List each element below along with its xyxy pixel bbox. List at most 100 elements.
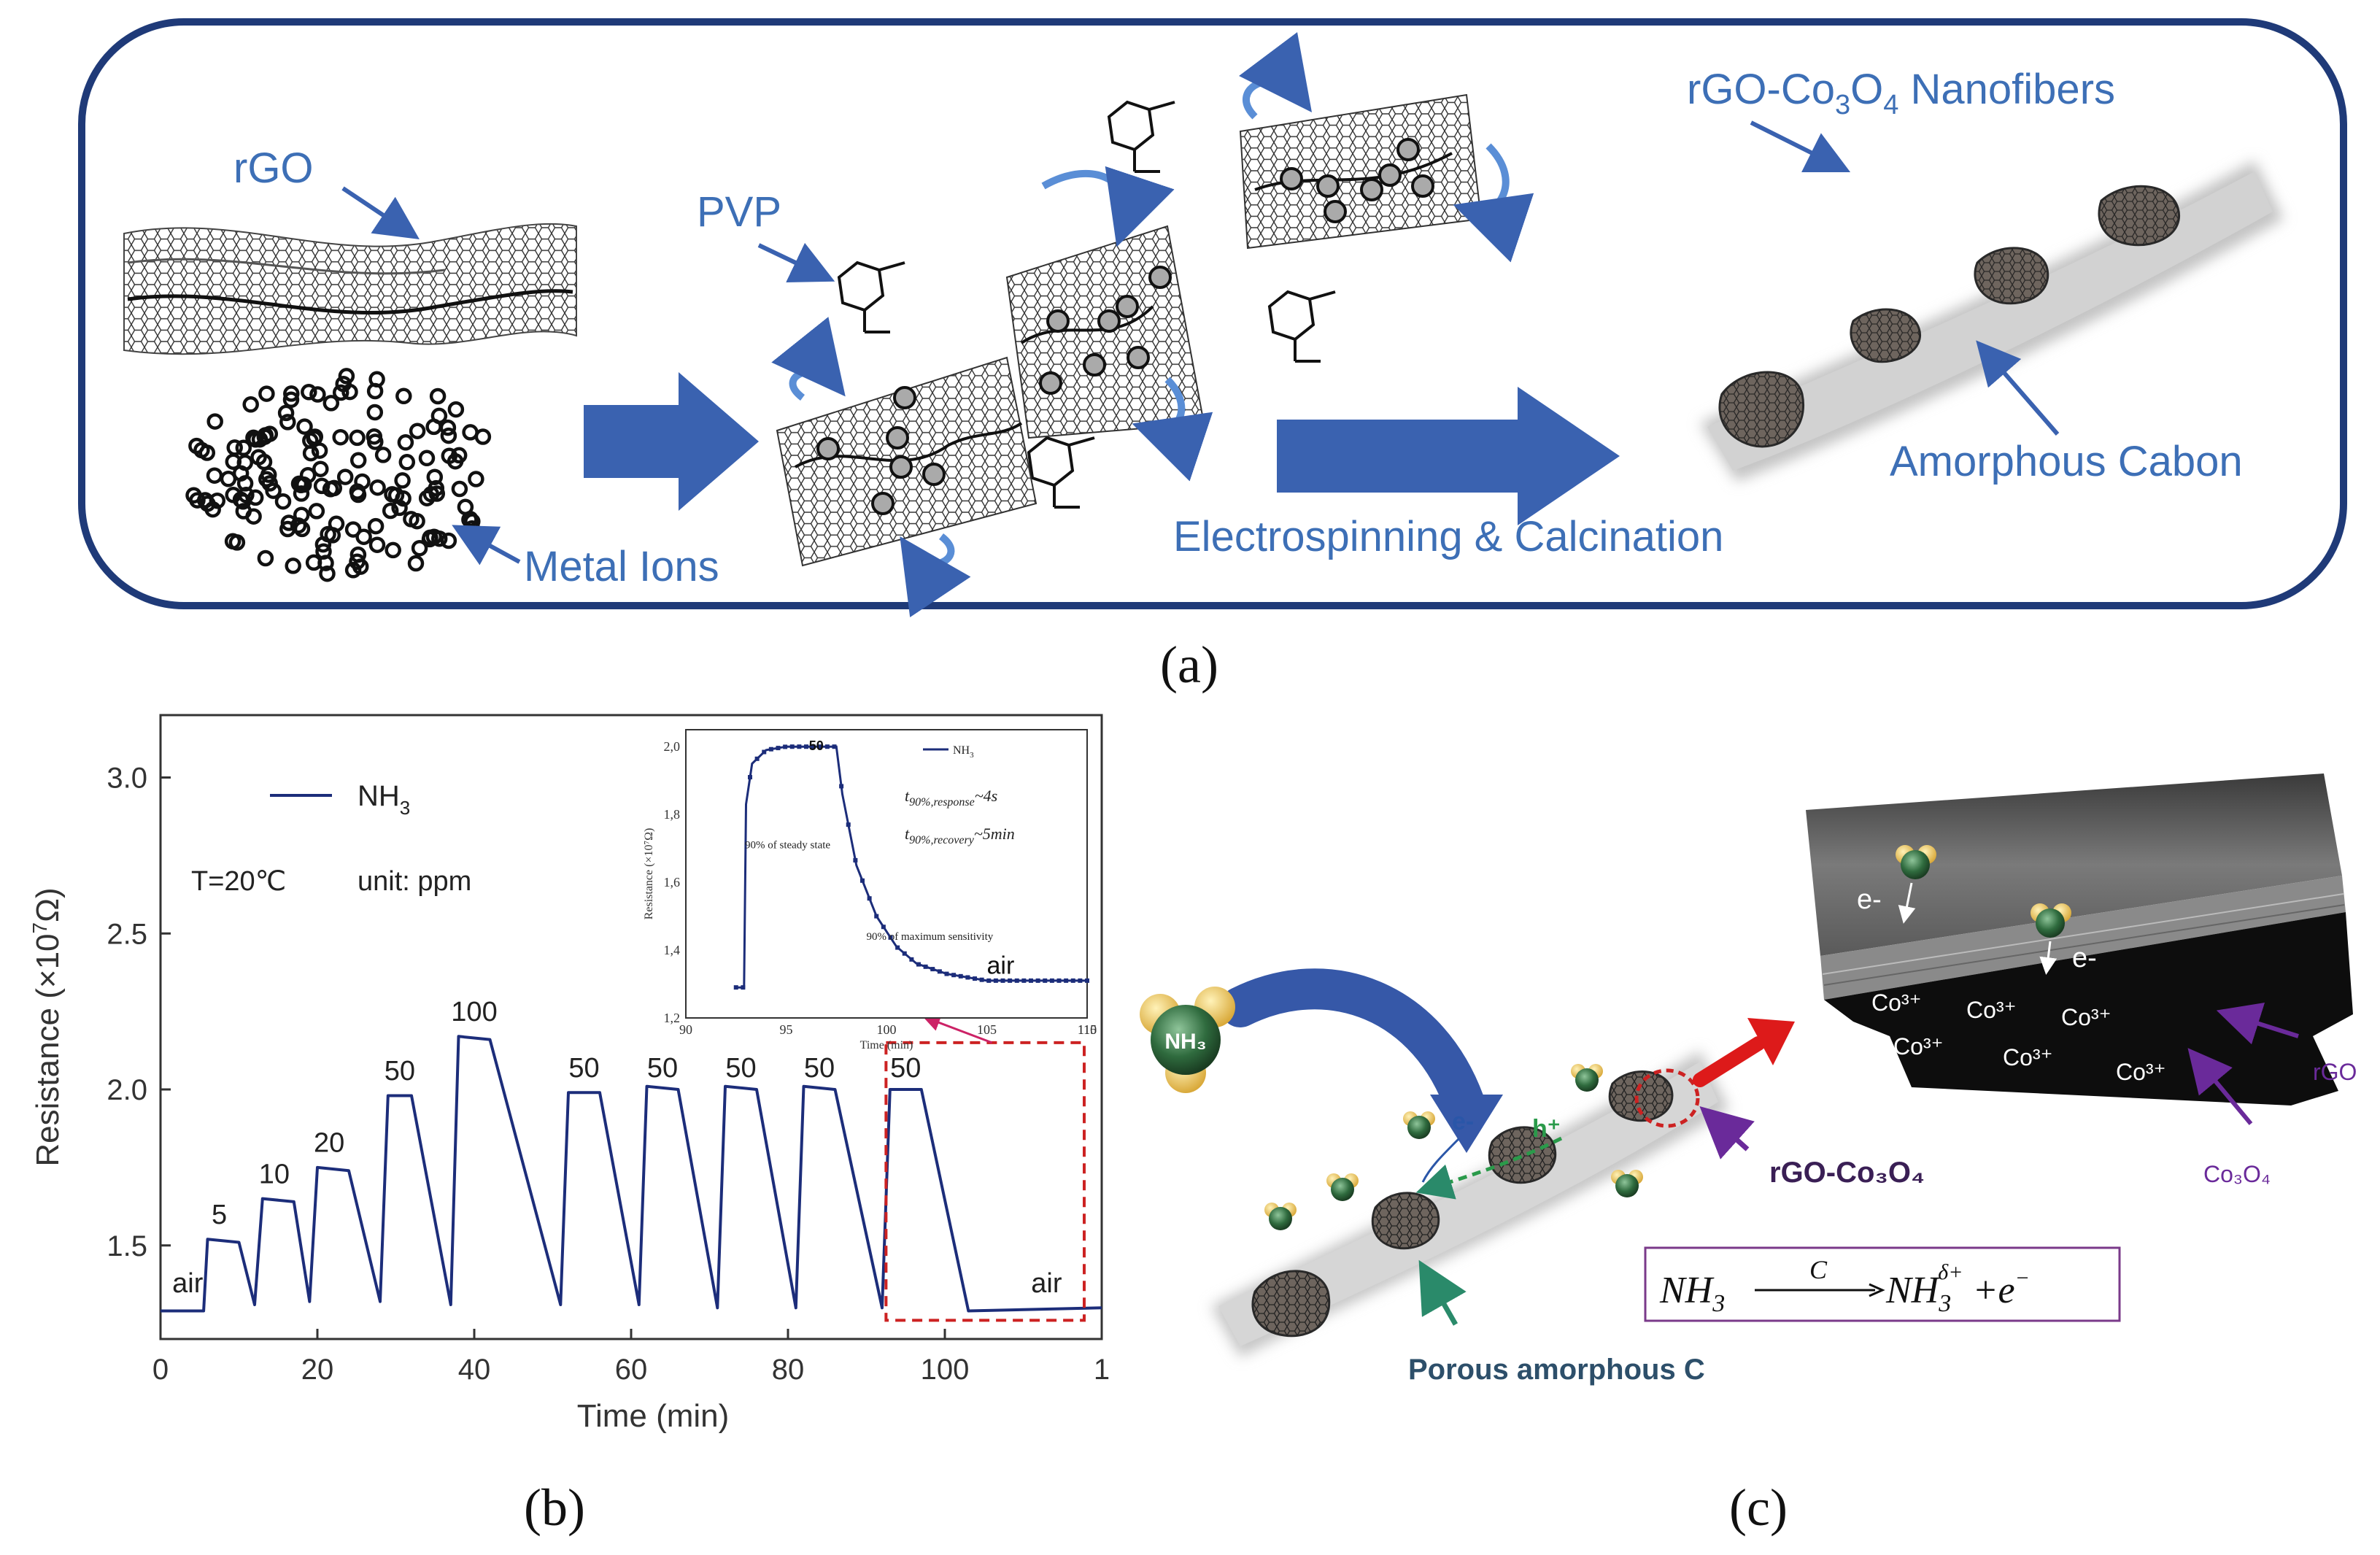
x-tick-label: 100 [921,1354,970,1386]
legend-label: NH3 [358,780,410,819]
inset-x-tick-label: 90 [679,1022,692,1037]
metal-ion [397,434,414,451]
svg-text:C: C [1809,1255,1828,1284]
metal-ion [225,487,242,503]
metal-ion [258,471,275,487]
data-label: 50 [647,1053,678,1084]
metal-ion [315,543,332,560]
x-tick-label: 80 [772,1354,805,1386]
inset-point [797,744,802,749]
metal-ion [428,479,445,497]
nh3-molecule-icon: NH₃ [1140,987,1235,1093]
metal-ion [349,553,366,570]
small-nh3-molecules [1264,1064,1643,1230]
inset-recovery-time: t90%,recovery~5min [905,825,1015,846]
metal-ion [319,565,336,582]
metal-ion [188,437,205,455]
metal-ion [277,404,295,422]
inset-point [909,957,914,962]
svg-text:Co³⁺: Co³⁺ [1893,1033,1943,1060]
metal-ion [301,384,317,401]
data-label: 50 [568,1053,599,1084]
rgo-pointer-arrow [341,186,420,239]
metal-ions-cluster [185,368,492,582]
metal-ion [199,495,216,512]
metal-ion [450,447,468,464]
slab-electrons: e- e- [1857,845,2097,975]
metal-ion [280,514,298,531]
inset-point [776,746,781,751]
reaction-equation: NH3 C NH3δ+ +e− [1659,1255,2030,1317]
rgo-co3o4-label: rGO-Co₃O₄ [1769,1157,1925,1189]
inset-point [768,746,773,752]
metal-ion [279,414,296,431]
inset-point [874,914,879,919]
inset-point [881,925,886,930]
metal-ion [349,546,367,563]
inset-point [1070,978,1075,983]
metal-ion [313,477,331,495]
y-tick-label: 1.5 [107,1230,147,1262]
inset-point [853,857,858,863]
metal-ion [309,386,326,403]
rgo-label: rGO [233,144,314,192]
metal-ion [429,387,447,405]
metal-ion [235,439,252,457]
rgo-sheet-with-ions [771,317,1038,617]
metal-ion [255,453,273,471]
inset-x-tick-label: 110 [1078,1022,1097,1037]
metal-ion [451,480,468,498]
inset-ppm-label: 50 [809,738,824,753]
small-nh3-icon [1611,1170,1643,1197]
inset-point [748,775,752,780]
y-tick-label: 2.0 [107,1074,147,1106]
inset-point [867,896,872,901]
svg-text:NH3δ+ +e−: NH3δ+ +e− [1885,1260,2030,1317]
svg-text:NH3: NH3 [1659,1270,1725,1317]
y-tick-label: 3.0 [107,763,147,795]
zoomed-slab [1806,773,2353,1106]
metal-ion [468,471,484,487]
metal-ion [257,549,274,567]
metal-ion [418,449,436,467]
inset-y-axis-label: Resistance (×10⁷Ω) [643,828,655,920]
metal-ion [209,492,226,509]
metal-ion [409,422,426,439]
metal-ion [382,502,399,520]
inset-y-tick-label: 1,2 [664,1011,681,1025]
svg-text:Co³⁺: Co³⁺ [2061,1004,2111,1030]
rgo-sheet-with-ions [1005,166,1213,482]
small-nh3-icon [1571,1064,1603,1092]
metal-ion [206,413,223,430]
pvp-label: PVP [697,188,781,236]
inset-legend-label: NH3 [953,744,974,760]
x-tick-label: 20 [301,1354,334,1386]
inset-point [1008,978,1013,983]
metal-ion [228,534,246,551]
pvp-molecule-icon [1027,436,1095,509]
small-nh3-icon [1403,1111,1435,1139]
metal-ion [290,517,307,534]
metal-ion [394,472,411,489]
series-nh3-line [161,1035,1102,1313]
svg-text:Co³⁺: Co³⁺ [2003,1044,2052,1070]
temperature-label: T=20℃ [191,866,286,897]
inset-point [930,967,935,972]
metal-ion [441,447,458,464]
metal-ions-label: Metal Ions [524,543,719,590]
data-label: 50 [725,1053,756,1084]
inset-point [916,962,921,967]
inset-point [818,744,823,749]
inset-point [832,744,837,749]
metal-ion [320,525,336,543]
inset-point [839,784,844,789]
metal-ion [422,529,438,547]
y-axis-label: Resistance (×107Ω) [28,887,66,1166]
metal-ion [403,511,420,528]
metal-ion [322,395,340,412]
metal-ion [355,528,372,545]
inset-point [937,969,942,974]
pvp-molecule-icon [837,261,905,333]
svg-text:e-: e- [1857,884,1882,915]
